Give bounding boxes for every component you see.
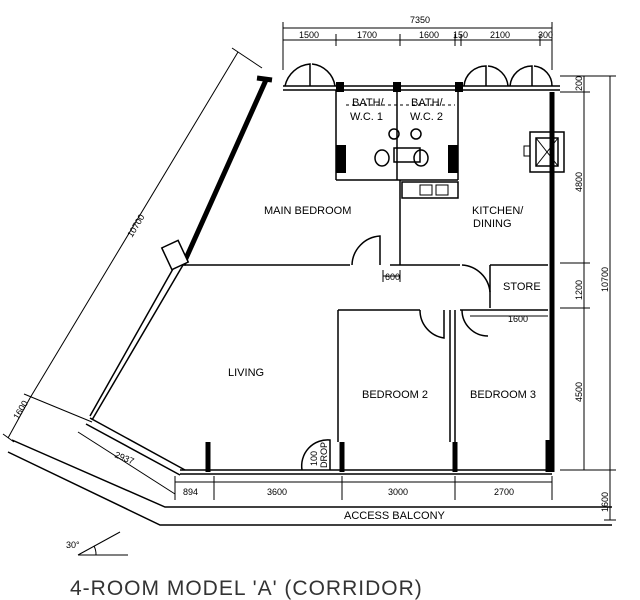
store-label: STORE [503,281,541,293]
dim-left-diagonal: 10700 [125,212,146,239]
bath1-label-b: W.C. 1 [350,111,383,123]
right-dimensions: 200 4800 1200 4500 10700 1600 [560,75,616,521]
top-windows [284,63,553,92]
lift-shaft [523,131,565,173]
dim-top-total: 7350 [410,15,430,25]
bottom-dimensions: 894 3600 3000 2700 [174,476,553,500]
angle-indicator: 30° [66,531,128,556]
bath2-label: BATH/ [411,97,444,109]
toilet-icon [413,149,429,167]
kitchen-label-b: DINING [473,218,512,230]
dim-right-2: 4800 [574,172,584,192]
dim-top-4: 150 [453,30,468,40]
plan-title: 4-ROOM MODEL 'A' (CORRIDOR) [70,577,423,600]
living-label: LIVING [228,367,264,379]
dim-store-width: 1600 [508,314,528,324]
dim-top-6: 300 [538,30,553,40]
angle-label: 30° [66,540,80,550]
bedroom2-label: BEDROOM 2 [362,389,428,401]
dim-top-1: 1500 [299,30,319,40]
access-balcony-label: ACCESS BALCONY [344,510,446,522]
dim-door-width: 600 [385,272,400,282]
dim-right-total: 10700 [600,267,610,292]
dim-right-1: 200 [574,76,584,91]
drop-label-b: DROP [319,442,329,468]
sink-icon [393,147,421,163]
dim-top-2: 1700 [357,30,377,40]
dim-bottom-4: 2700 [494,487,514,497]
drop-label: 100 [309,451,319,466]
dim-right-4: 4500 [574,382,584,402]
basin-icon [388,128,400,140]
dim-right-balcony: 1600 [600,492,610,512]
dim-top-5: 2100 [490,30,510,40]
bathrooms: BATH/ W.C. 1 BATH/ W.C. 2 [335,90,459,181]
kitchen-sink-icon [401,181,459,199]
kitchen-label: KITCHEN/ [472,205,524,217]
bedroom3-label: BEDROOM 3 [470,389,536,401]
kitchen-sink [401,181,459,199]
entrance-door: 100 DROP [300,439,331,471]
top-dimensions: 7350 1500 1700 1600 150 2100 300 [282,15,553,70]
outer-walls [85,75,560,476]
left-dimensions: 10700 1600 2937 [2,47,263,500]
basin-icon [410,128,422,140]
dim-bottom-2: 3600 [267,487,287,497]
dim-right-3: 1200 [574,280,584,300]
bath1-label: BATH/ [352,97,385,109]
room-labels: MAIN BEDROOM KITCHEN/ DINING LIVING BEDR… [228,205,536,401]
dim-bottom-1: 894 [183,487,198,497]
main-bedroom-label: MAIN BEDROOM [264,205,351,217]
toilet-icon [374,149,390,167]
bath2-label-b: W.C. 2 [410,111,443,123]
access-balcony: ACCESS BALCONY [7,439,612,526]
dim-bottom-diagonal: 2937 [113,450,135,467]
dim-top-3: 1600 [419,30,439,40]
interior-walls: 600 STORE 1600 [183,180,548,442]
dim-bottom-3: 3000 [388,487,408,497]
